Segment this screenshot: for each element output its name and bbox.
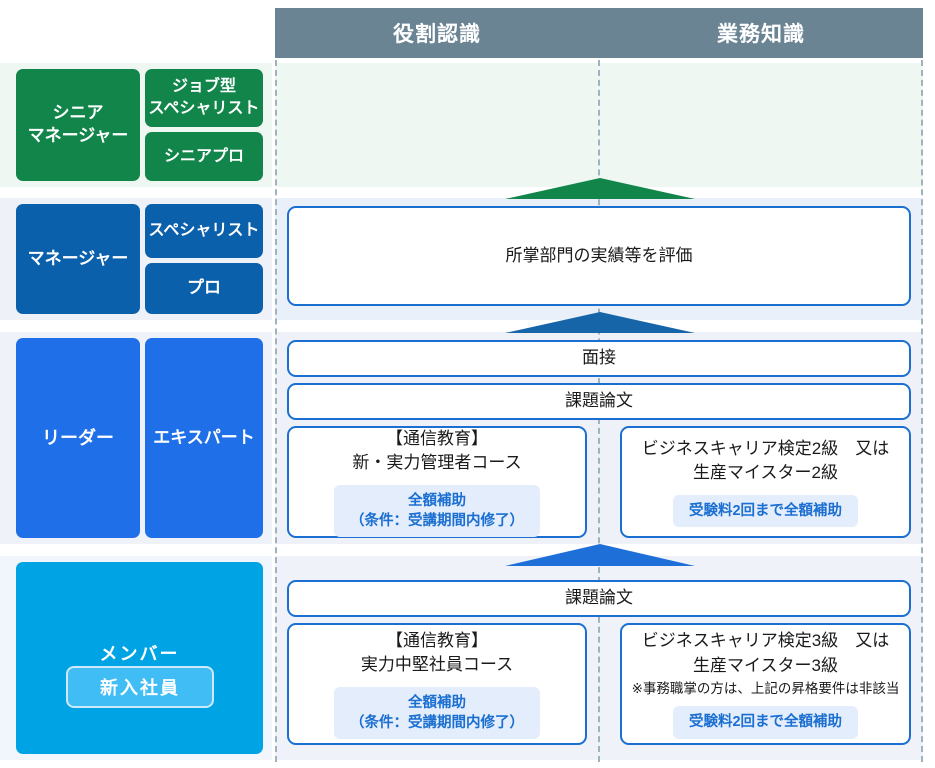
card-leader-interview: 面接 <box>287 340 911 377</box>
rank-manager-sub-specialist: スペシャリスト <box>145 204 263 258</box>
column-header-business-knowledge: 業務知識 <box>717 23 805 46</box>
card-member-essay-title: 課題論文 <box>565 588 633 608</box>
rank-senior-manager-sub-job-specialist: ジョブ型 スペシャリスト <box>145 69 263 127</box>
card-member-correspondence-course-subsidy: 全額補助 （条件：受講期間内修了） <box>334 686 540 740</box>
rank-senior-manager-main: シニア マネージャー <box>16 69 140 181</box>
rank-leader-sub-expert: エキスパート <box>145 338 263 538</box>
card-leader-certification: ビジネスキャリア検定2級 又は 生産マイスター2級 受験料2回まで全額補助 <box>620 426 911 538</box>
card-member-certification: ビジネスキャリア検定3級 又は 生産マイスター3級 ※事務職掌の方は、上記の昇格… <box>620 623 911 745</box>
card-leader-certification-title: ビジネスキャリア検定2級 又は 生産マイスター2級 <box>641 438 890 483</box>
card-leader-correspondence-course: 【通信教育】 新・実力管理者コース 全額補助 （条件：受講期間内修了） <box>287 426 587 538</box>
rank-manager-main: マネージャー <box>16 204 140 314</box>
divider-left <box>275 60 277 762</box>
card-member-certification-title: ビジネスキャリア検定3級 又は 生産マイスター3級 <box>641 631 890 676</box>
card-member-certification-subsidy: 受験料2回まで全額補助 <box>672 706 859 739</box>
rank-member-main: メンバー <box>16 562 263 754</box>
divider-right <box>921 60 923 762</box>
rank-member-chip-new-employee: 新入社員 <box>66 666 214 708</box>
arrow-to-manager-icon <box>505 312 695 333</box>
column-header-bar: 役割認識 業務知識 <box>275 8 923 58</box>
card-leader-essay: 課題論文 <box>287 383 911 420</box>
card-member-correspondence-course: 【通信教育】 実力中堅社員コース 全額補助 （条件：受講期間内修了） <box>287 623 587 745</box>
rank-leader-main: リーダー <box>16 338 140 538</box>
card-leader-interview-title: 面接 <box>582 348 616 368</box>
card-leader-correspondence-course-subsidy: 全額補助 （条件：受講期間内修了） <box>334 484 540 538</box>
card-leader-certification-subsidy: 受験料2回まで全額補助 <box>672 494 859 528</box>
rank-member-label: メンバー <box>99 644 180 665</box>
arrow-to-leader-icon <box>505 544 695 566</box>
card-manager-evaluation-title: 所掌部門の実績等を評価 <box>505 245 693 265</box>
card-member-essay: 課題論文 <box>287 580 911 617</box>
card-leader-essay-title: 課題論文 <box>565 391 633 411</box>
card-member-correspondence-course-title: 【通信教育】 実力中堅社員コース <box>360 630 514 675</box>
card-member-certification-note: ※事務職掌の方は、上記の昇格要件は非該当 <box>631 680 900 696</box>
column-header-role-awareness: 役割認識 <box>393 23 481 46</box>
card-leader-correspondence-course-title: 【通信教育】 新・実力管理者コース <box>352 428 522 473</box>
rank-manager-sub-pro: プロ <box>145 263 263 314</box>
arrow-to-senior-manager-icon <box>505 178 695 199</box>
card-manager-evaluation: 所掌部門の実績等を評価 <box>287 206 911 306</box>
rank-senior-manager-sub-senior-pro: シニアプロ <box>145 132 263 181</box>
